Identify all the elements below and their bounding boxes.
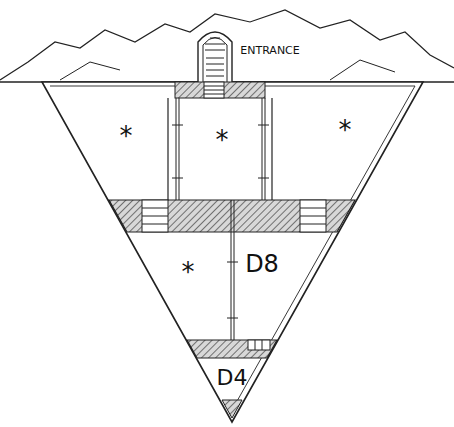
entrance-door [203, 38, 227, 83]
room-code: D8 [245, 252, 279, 276]
lower-floor [187, 340, 277, 358]
room-marker: * [120, 123, 133, 149]
lower-stairs [248, 340, 270, 350]
top-floor [175, 82, 265, 98]
room-walls [168, 98, 272, 200]
dungeon-outline [42, 82, 423, 422]
middle-floor [109, 200, 355, 232]
entrance-stonework [205, 38, 225, 50]
room-marker: * [216, 127, 229, 153]
room-marker: * [339, 117, 352, 143]
dungeon-inner-outline [50, 86, 415, 410]
room-marker: * [182, 259, 195, 285]
room-code: D4 [217, 367, 248, 389]
entrance-steps [206, 58, 224, 76]
entrance-label: ENTRANCE [238, 44, 301, 57]
upper-ladders [172, 98, 269, 200]
central-ladder [227, 200, 238, 340]
top-stairs [204, 82, 224, 98]
bottom-pit [222, 400, 242, 418]
entrance-arch [198, 32, 232, 82]
